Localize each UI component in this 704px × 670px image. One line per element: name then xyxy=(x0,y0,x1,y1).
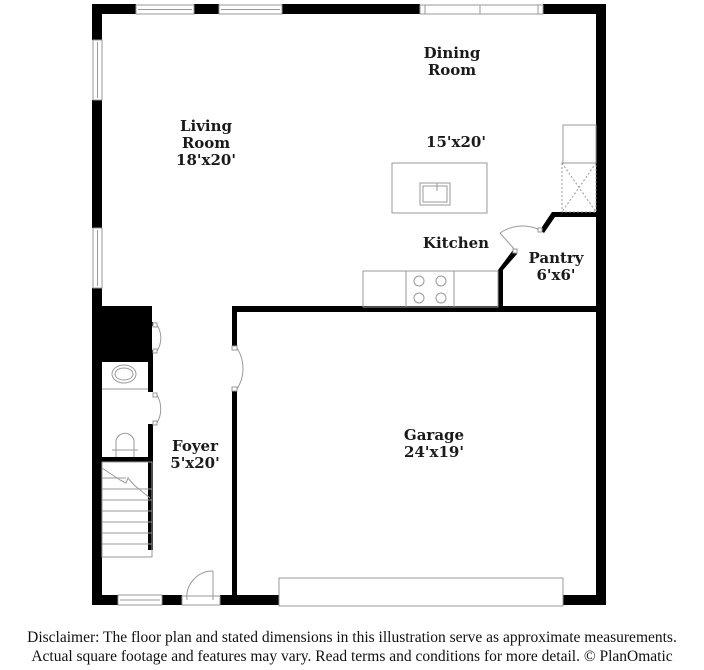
disclaimer-line-1: Disclaimer: The floor plan and stated di… xyxy=(27,629,677,646)
room-name: Room xyxy=(427,61,477,79)
room-label-living-room: Living Room 18'x20' xyxy=(176,118,236,169)
stairs xyxy=(101,461,153,558)
room-dimensions: 6'x6' xyxy=(536,266,576,284)
room-label-garage: Garage 24'x19' xyxy=(404,427,464,461)
bath-fixtures xyxy=(102,364,148,457)
kitchen-fixtures xyxy=(362,124,597,308)
floor-plan xyxy=(92,4,606,607)
room-name: Kitchen xyxy=(422,234,490,252)
room-label-dining-room: Dining Room xyxy=(424,45,481,79)
doors xyxy=(152,225,543,606)
room-label-pantry: Pantry 6'x6' xyxy=(528,250,583,284)
room-dimensions: 18'x20' xyxy=(176,151,236,169)
interior-walls xyxy=(92,212,606,600)
room-name: Dining xyxy=(423,44,481,62)
room-dimensions-dining-room: 15'x20' xyxy=(426,134,486,151)
disclaimer: Disclaimer: The floor plan and stated di… xyxy=(0,628,704,666)
room-label-foyer: Foyer 5'x20' xyxy=(170,438,219,472)
room-name: Foyer xyxy=(171,437,218,455)
room-label-kitchen: Kitchen xyxy=(423,235,489,252)
disclaimer-line-2: Actual square footage and features may v… xyxy=(31,648,673,665)
room-dimensions: 24'x19' xyxy=(404,443,464,461)
room-name: Garage xyxy=(403,426,465,444)
room-name: Room xyxy=(181,134,231,152)
windows xyxy=(92,4,564,607)
room-dimensions: 5'x20' xyxy=(170,454,220,472)
exterior-walls xyxy=(92,4,606,605)
room-name: Pantry xyxy=(528,249,584,267)
room-dimensions: 15'x20' xyxy=(426,133,486,151)
room-name: Living xyxy=(179,117,233,135)
